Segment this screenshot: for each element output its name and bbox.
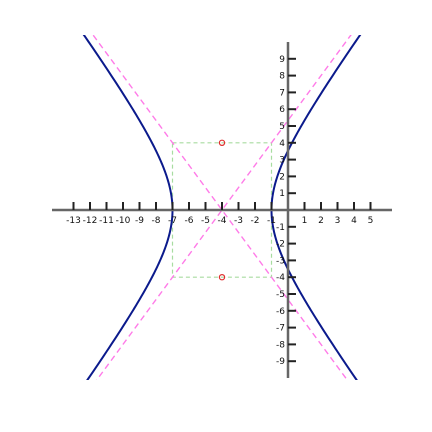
y-tick-label: 9 — [279, 55, 285, 65]
y-tick-label: -7 — [276, 324, 285, 334]
y-tick-label: -4 — [276, 273, 285, 283]
y-tick-label: -3 — [276, 256, 285, 266]
x-tick-label: 3 — [335, 216, 341, 226]
x-tick-label: -8 — [152, 216, 161, 226]
x-tick-label: -1 — [267, 216, 276, 226]
y-tick-label: 3 — [279, 156, 285, 166]
x-tick-label: -3 — [234, 216, 243, 226]
x-tick-label: -9 — [135, 216, 144, 226]
y-tick-label: -6 — [276, 307, 285, 317]
y-tick-label: -5 — [276, 290, 285, 300]
x-tick-label: -11 — [99, 216, 114, 226]
x-tick-label: -7 — [168, 216, 177, 226]
x-tick-label: 4 — [351, 216, 357, 226]
x-tick-label: -10 — [116, 216, 131, 226]
y-tick-label: 2 — [279, 172, 285, 182]
y-tick-label: -8 — [276, 340, 285, 350]
y-tick-label: 4 — [279, 139, 285, 149]
y-tick-label: 8 — [279, 72, 285, 82]
x-tick-label: -12 — [83, 216, 98, 226]
y-tick-label: 7 — [279, 88, 285, 98]
y-tick-label: 1 — [279, 189, 285, 199]
point-marker — [218, 274, 226, 281]
x-tick-label: -2 — [251, 216, 260, 226]
point-marker — [218, 139, 226, 146]
x-tick-label: 2 — [318, 216, 324, 226]
x-tick-label: -6 — [185, 216, 194, 226]
x-tick-label: 1 — [302, 216, 308, 226]
y-tick-label: -2 — [276, 240, 285, 250]
x-tick-label: -5 — [201, 216, 210, 226]
x-tick-label: 5 — [368, 216, 374, 226]
y-tick-label: 5 — [279, 122, 285, 132]
y-tick-label: -1 — [276, 223, 285, 233]
asymptote-line-1 — [95, 35, 352, 380]
x-tick-label: -4 — [218, 216, 227, 226]
x-tick-label: -13 — [66, 216, 81, 226]
y-tick-label: 6 — [279, 105, 285, 115]
y-tick-label: -9 — [276, 357, 285, 367]
asymptote-line-2 — [92, 35, 349, 380]
